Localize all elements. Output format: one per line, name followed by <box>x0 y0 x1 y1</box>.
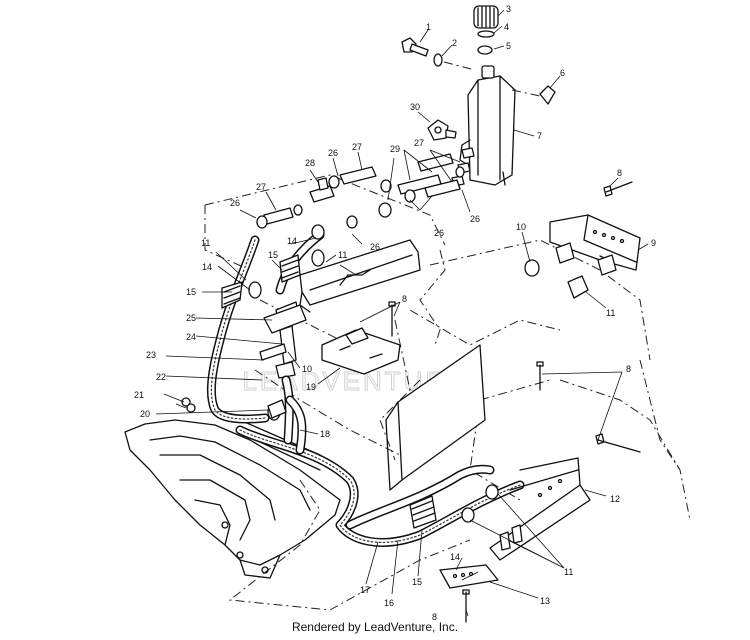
cap-ring <box>477 45 493 55</box>
hose-tee-fitting <box>309 177 335 203</box>
callout-30: 30 <box>410 102 420 112</box>
bypass-hose <box>285 395 307 455</box>
callout-14c: 14 <box>450 552 460 562</box>
callout-9: 9 <box>651 238 656 248</box>
callout-15a: 15 <box>268 250 278 260</box>
callout-26e: 26 <box>370 242 380 252</box>
callout-11b: 11 <box>338 250 347 260</box>
callout-14a: 14 <box>287 236 297 246</box>
callout-11a: 11 <box>606 308 615 318</box>
callout-15b: 15 <box>186 287 196 297</box>
callout-26a: 26 <box>470 214 480 224</box>
callout-22: 22 <box>156 372 166 382</box>
callout-8b: 8 <box>402 294 407 304</box>
cap-gasket <box>477 30 495 38</box>
callout-8d: 8 <box>432 612 437 622</box>
callout-11c: 11 <box>201 238 210 248</box>
callout-12: 12 <box>610 494 620 504</box>
callout-27c: 27 <box>256 182 266 192</box>
callout-19: 19 <box>306 382 316 392</box>
hose-clip-20 <box>267 399 287 419</box>
leader-lines <box>155 9 649 617</box>
mount-bolt-washer <box>401 37 476 71</box>
reservoir-cap-assembly <box>473 5 499 55</box>
mount-bracket-lower <box>489 457 591 561</box>
callout-10a: 10 <box>516 222 526 232</box>
callout-17: 17 <box>360 585 370 595</box>
small-hoses-clamps <box>256 153 465 229</box>
callout-2: 2 <box>452 38 457 48</box>
callout-16: 16 <box>384 598 394 608</box>
callout-8c: 8 <box>626 364 631 374</box>
callout-24: 24 <box>186 332 196 342</box>
callout-18: 18 <box>320 429 330 439</box>
coolant-hose-middle <box>275 230 325 295</box>
callout-14b: 14 <box>202 262 212 272</box>
tank-clip <box>539 85 556 105</box>
callout-26c: 26 <box>328 148 338 158</box>
bottom-pan <box>124 419 341 579</box>
callout-7: 7 <box>537 131 542 141</box>
callout-27a: 27 <box>414 138 424 148</box>
callout-5: 5 <box>506 41 511 51</box>
callout-11d: 11 <box>564 567 573 577</box>
callout-13: 13 <box>540 596 550 606</box>
callout-26b: 26 <box>434 228 444 238</box>
coolant-hose-lower <box>235 425 525 547</box>
mount-bracket-upper <box>549 214 641 276</box>
mount-plate-19 <box>321 327 401 375</box>
callout-8a: 8 <box>617 168 622 178</box>
callout-29: 29 <box>390 144 400 154</box>
callout-28: 28 <box>305 158 315 168</box>
callout-21: 21 <box>134 390 144 400</box>
callout-26d: 26 <box>230 198 240 208</box>
screws <box>388 181 641 623</box>
callout-27b: 27 <box>352 142 362 152</box>
callout-6: 6 <box>560 68 565 78</box>
temp-sensor <box>427 119 457 141</box>
callout-23: 23 <box>146 350 156 360</box>
callout-20: 20 <box>140 409 150 419</box>
hose-shield-bracket <box>299 239 421 313</box>
callout-labels: 1 2 3 4 5 6 7 30 8 9 10 11 27 29 26 26 2… <box>134 4 656 622</box>
callout-1: 1 <box>426 22 431 32</box>
coolant-hose-left <box>206 235 270 424</box>
callout-25: 25 <box>186 313 196 323</box>
coolant-reservoir-tank <box>459 65 516 186</box>
callout-3: 3 <box>506 4 511 14</box>
callout-10b: 10 <box>302 364 312 374</box>
callout-15c: 15 <box>412 577 422 587</box>
footer-credit: Rendered by LeadVenture, Inc. <box>291 620 459 634</box>
callout-4: 4 <box>504 22 509 32</box>
